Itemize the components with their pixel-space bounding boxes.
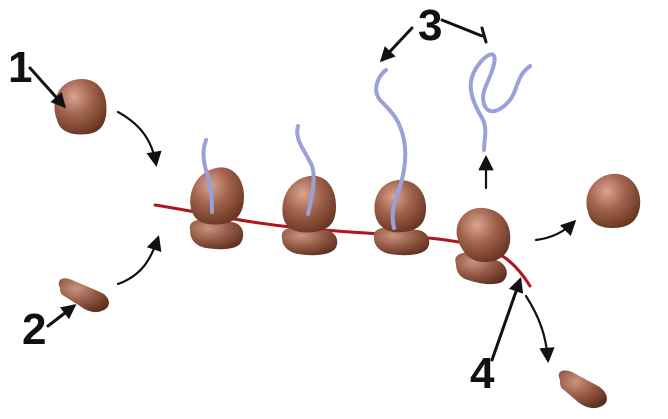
ribosome-2-polypeptide <box>295 124 316 216</box>
ribosome-3-polypeptide <box>374 68 408 230</box>
ribosome-1-polypeptide <box>201 138 214 214</box>
ribosome-4-large-subunit <box>456 207 511 262</box>
label-1-pointer <box>28 66 67 109</box>
ribosome-4 <box>455 207 511 285</box>
label-2-pointer <box>46 304 77 328</box>
ribosome-3-large-subunit <box>374 180 426 233</box>
arrow-large-to-assembly <box>116 110 162 168</box>
label-1: 1 <box>8 43 32 92</box>
ribosome-2-small-subunit <box>281 227 338 256</box>
released-small-subunit <box>558 370 607 409</box>
label-2: 2 <box>22 305 46 354</box>
arrow-small-to-assembly <box>116 235 162 286</box>
free-large-subunit-left <box>54 78 107 135</box>
label-3-pointer-right-cap <box>480 26 488 44</box>
ribosome-1-large-subunit <box>190 167 244 225</box>
label-4: 4 <box>470 349 495 398</box>
label-4-pointer <box>490 277 524 362</box>
label-3-pointer-left <box>379 26 414 63</box>
ribosome-3-small-subunit <box>373 227 430 256</box>
ribosome-1 <box>189 138 244 250</box>
released-large-subunit <box>586 173 641 228</box>
ribosome-2 <box>281 124 338 256</box>
ribosome-3 <box>373 68 430 256</box>
arrow-release-large-subunit <box>534 219 577 242</box>
free-small-subunit-left <box>58 278 109 313</box>
arrow-release-small-subunit <box>524 294 555 364</box>
label-3: 3 <box>418 1 442 50</box>
label-3-pointer-right <box>440 18 484 38</box>
released-polypeptide <box>468 52 532 152</box>
ribosome-1-small-subunit <box>189 219 244 250</box>
